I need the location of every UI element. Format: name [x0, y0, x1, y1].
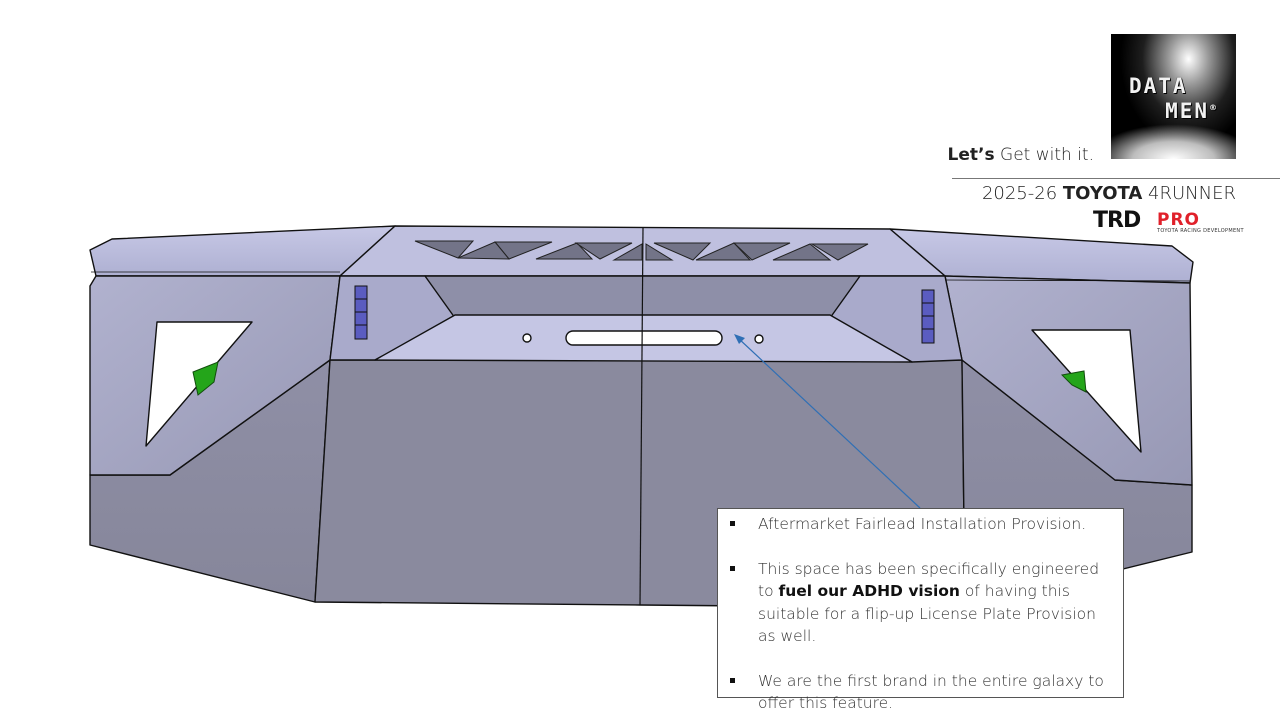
bullet-icon [730, 565, 735, 571]
feature-item-fairlead: Aftermarket Fairlead Installation Provis… [728, 513, 1113, 536]
trd-mark: TRD [1093, 208, 1141, 233]
light-bracket-right [921, 289, 935, 344]
tagline-bold: Let’s [947, 145, 995, 165]
registered-mark: ® [1209, 103, 1219, 112]
feature-item-license-plate: This space has been specifically enginee… [728, 558, 1113, 648]
feature-item-text: Aftermarket Fairlead Installation Provis… [758, 515, 1087, 533]
feature-item-text: of having this suitable for a flip-up Li… [758, 582, 1096, 645]
model-brand: TOYOTA [1062, 183, 1143, 204]
model-year: 2025-26 [981, 183, 1063, 204]
callout-leader-line [737, 337, 921, 509]
trd-pro-logo: TRD PRO TOYOTA RACING DEVELOPMENT [1093, 208, 1243, 236]
trd-pro-mark: PRO [1157, 210, 1201, 230]
bullet-icon [730, 521, 735, 526]
feature-item-text: We are the first brand in the entire gal… [758, 671, 1104, 713]
feature-item-text: This space has been specifically enginee… [758, 559, 1100, 601]
header-divider [952, 178, 1280, 179]
datamen-logo: DATA MEN® [1111, 34, 1236, 159]
fairlead-slot [565, 330, 723, 346]
light-bracket-left [354, 285, 368, 340]
model-name: 4RUNNER [1142, 183, 1236, 204]
logo-line-men: MEN® [1165, 99, 1219, 123]
recovery-point-right [1060, 370, 1087, 393]
mount-hole-right [754, 334, 764, 344]
logo-line-data: DATA [1129, 74, 1188, 98]
feature-item-first-brand: We are the first brand in the entire gal… [728, 670, 1113, 715]
trd-subtitle: TOYOTA RACING DEVELOPMENT [1157, 228, 1244, 234]
feature-list: Aftermarket Fairlead Installation Provis… [728, 513, 1113, 715]
bullet-icon [730, 677, 735, 683]
wing-cutout-right [1031, 329, 1142, 453]
mount-hole-left [522, 333, 532, 343]
logo-wordmark: DATA MEN® [1129, 76, 1225, 122]
model-title: 2025-26 TOYOTA 4RUNNER [982, 183, 1236, 204]
tagline-rest: Get with it. [994, 145, 1094, 165]
tagline: Let’s Get with it. [948, 145, 1094, 165]
feature-item-emphasis: fuel our ADHD vision [778, 582, 960, 600]
feature-callout: Aftermarket Fairlead Installation Provis… [717, 508, 1124, 712]
recovery-point-left [192, 361, 219, 396]
logo-glow [1111, 124, 1236, 159]
